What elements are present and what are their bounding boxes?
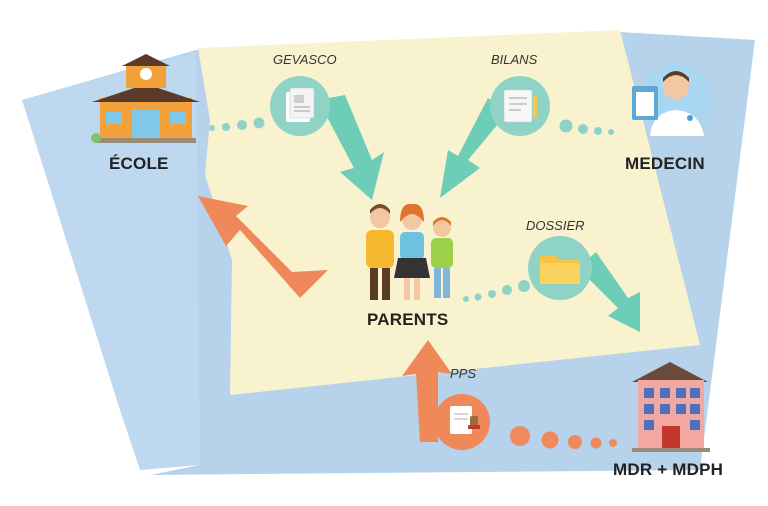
arrow-gevasco-to-parents bbox=[318, 95, 384, 200]
dossier-label: DOSSIER bbox=[526, 218, 585, 233]
dots-pps-mdph bbox=[510, 426, 617, 449]
parents-label: PARENTS bbox=[367, 310, 449, 329]
gevasco-label: GEVASCO bbox=[273, 52, 337, 67]
arrow-dossier-to-mdph bbox=[578, 252, 640, 332]
folder-icon bbox=[540, 256, 580, 284]
dossier-badge bbox=[528, 236, 592, 300]
family-icon bbox=[366, 203, 453, 300]
dots-ecole-gevasco bbox=[209, 117, 265, 131]
dots-bilans-medecin bbox=[559, 119, 614, 135]
arrow-pps-to-parents bbox=[402, 340, 452, 442]
arrow-parents-to-ecole bbox=[198, 196, 328, 298]
doctor-icon bbox=[632, 64, 712, 136]
bilans-label: BILANS bbox=[491, 52, 538, 67]
dots-parents-dossier bbox=[463, 280, 530, 302]
background-shape-light bbox=[22, 52, 200, 470]
school-icon bbox=[91, 54, 200, 143]
document-icon bbox=[286, 87, 315, 122]
pps-label: PPS bbox=[450, 366, 477, 381]
arrow-bilans-to-parents bbox=[440, 98, 508, 198]
ecole-label: ÉCOLE bbox=[109, 154, 169, 173]
parents-panel bbox=[198, 30, 700, 395]
document-icon bbox=[503, 89, 537, 123]
building-icon bbox=[632, 362, 710, 452]
medecin-label: MEDECIN bbox=[625, 154, 705, 173]
stamped-document-icon bbox=[450, 406, 480, 434]
bilans-badge bbox=[490, 76, 550, 136]
gevasco-badge bbox=[270, 76, 330, 136]
mdr-mdph-label: MDR + MDPH bbox=[613, 460, 724, 479]
pps-badge bbox=[434, 394, 490, 450]
